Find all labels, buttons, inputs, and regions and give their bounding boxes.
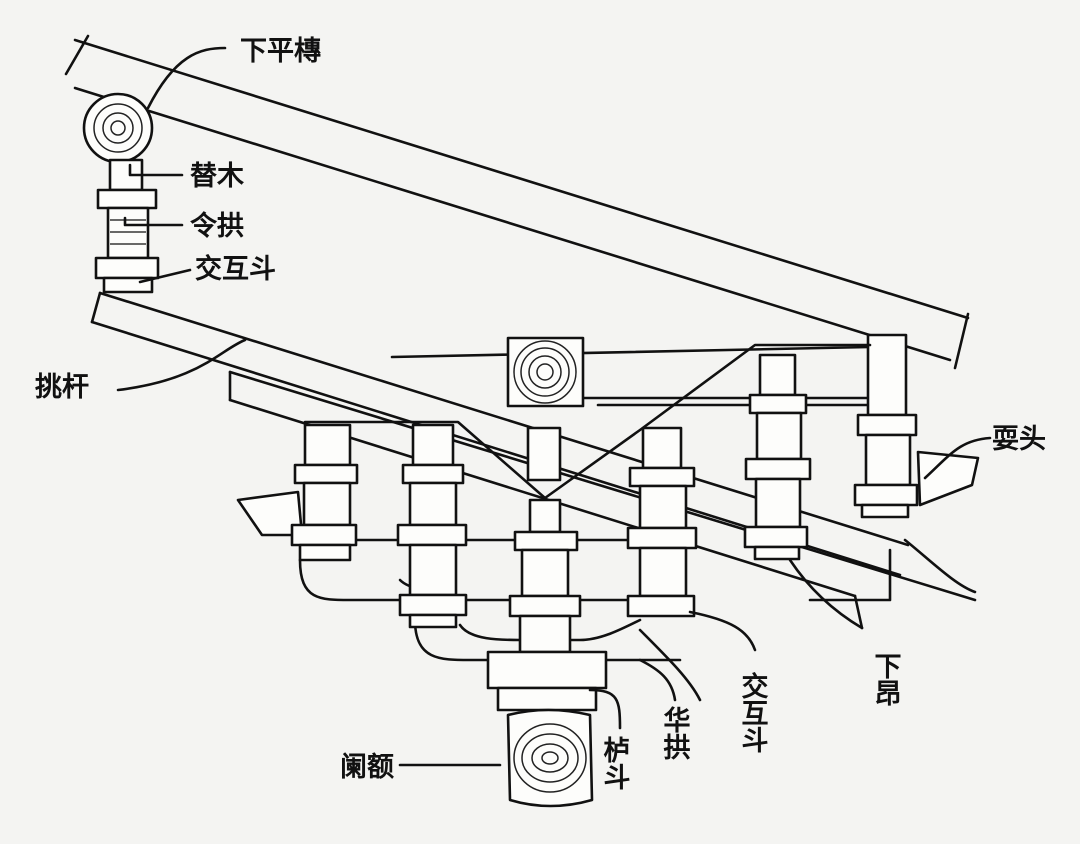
- label-tiao-gan: 挑杆: [35, 372, 89, 403]
- column-1: [290, 423, 359, 562]
- column-4: [626, 426, 698, 618]
- label-ti-mu: 替木: [190, 161, 244, 192]
- tie-beam: [390, 345, 882, 407]
- leader-lines: [116, 46, 992, 767]
- column-6: [853, 333, 919, 519]
- label-lu-dou: 栌斗: [599, 736, 631, 790]
- label-xia-ang: 下昂: [870, 652, 901, 706]
- square-log: [506, 336, 585, 408]
- label-lan-e: 阑额: [340, 752, 394, 783]
- lu-dou-and-lan-e: [486, 650, 608, 808]
- column-2: [396, 423, 468, 629]
- label-hua-gong: 华拱: [659, 705, 691, 760]
- label-ling-gong: 令拱: [190, 210, 244, 242]
- label-jiao-hu-dou-top: 交互斗: [195, 253, 276, 285]
- bracket-arms: [298, 538, 702, 702]
- label-xia-ping-tuan: 下平槫: [240, 35, 321, 67]
- label-jiao-hu-dou-bottom: 交互斗: [737, 671, 769, 753]
- top-left-bracket: [82, 92, 160, 294]
- column-5: [743, 353, 812, 561]
- shua-tou-wedge: [916, 450, 980, 507]
- strut: [303, 343, 872, 500]
- label-shua-tou: 耍头: [992, 424, 1046, 455]
- rafter: [64, 34, 970, 370]
- column-3: [508, 426, 582, 654]
